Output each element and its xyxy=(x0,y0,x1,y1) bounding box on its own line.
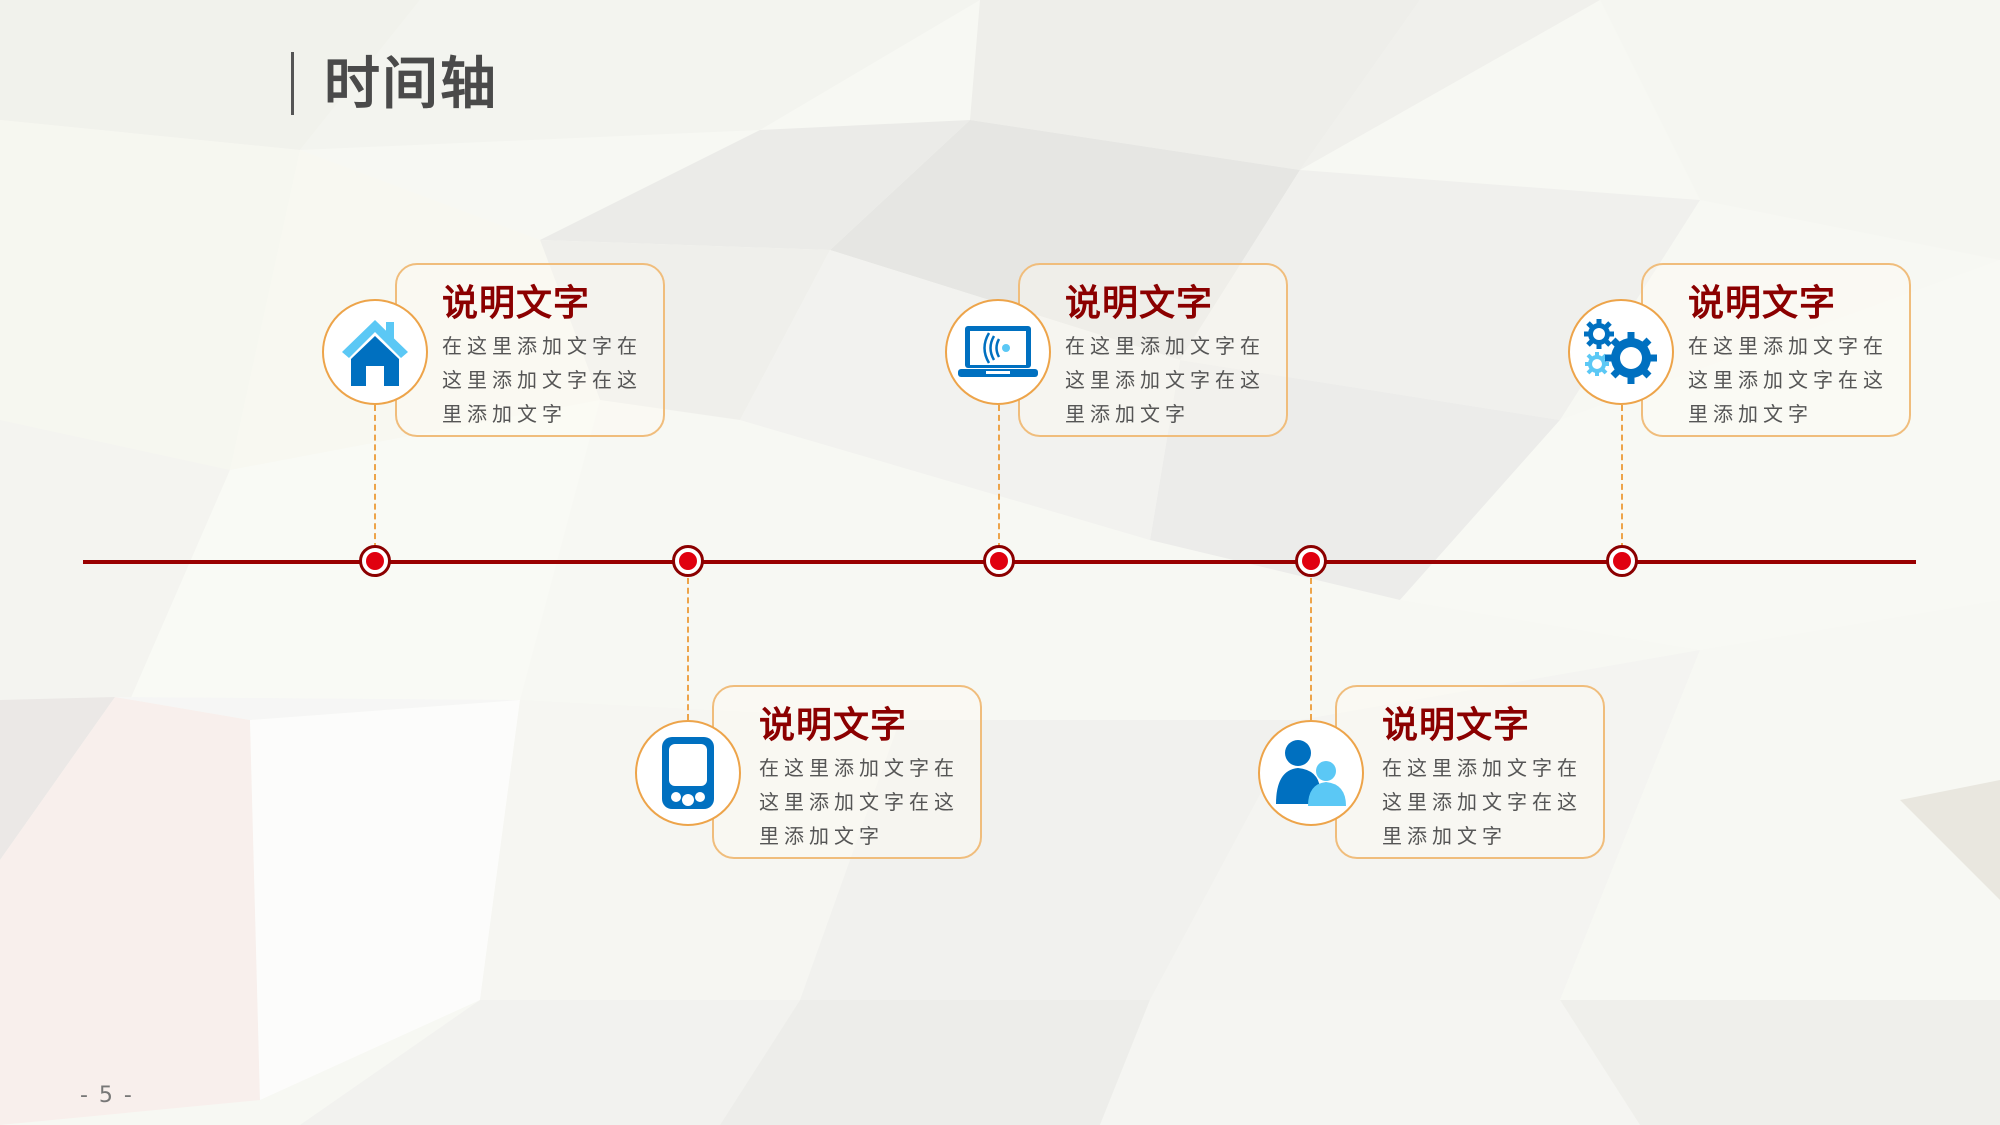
connector-3 xyxy=(998,405,1000,549)
gears-icon xyxy=(1584,319,1657,384)
milestone-heading: 说明文字 xyxy=(1065,283,1214,324)
milestone-card-2: 说明文字 在这里添加文字在这里添加文字在这里添加文字 xyxy=(712,685,982,859)
page-title: 时间轴 xyxy=(324,52,498,117)
timeline-dot-3[interactable] xyxy=(983,545,1015,577)
milestone-card-5: 说明文字 在这里添加文字在这里添加文字在这里添加文字 xyxy=(1641,263,1911,437)
users-icon xyxy=(1276,740,1346,806)
timeline-dot-4[interactable] xyxy=(1295,545,1327,577)
milestone-card-4: 说明文字 在这里添加文字在这里添加文字在这里添加文字 xyxy=(1335,685,1605,859)
milestone-card-1: 说明文字 在这里添加文字在这里添加文字在这里添加文字 xyxy=(395,263,665,437)
icon-circle-3 xyxy=(945,299,1051,405)
milestone-body: 在这里添加文字在这里添加文字在这里添加文字 xyxy=(1688,334,1888,426)
page-number: - 5 - xyxy=(80,1083,134,1108)
icon-circle-5 xyxy=(1568,299,1674,405)
icon-circle-4 xyxy=(1258,720,1364,826)
milestone-card-3: 说明文字 在这里添加文字在这里添加文字在这里添加文字 xyxy=(1018,263,1288,437)
milestone-body: 在这里添加文字在这里添加文字在这里添加文字 xyxy=(1382,756,1582,848)
connector-4 xyxy=(1310,578,1312,720)
timeline-dot-1[interactable] xyxy=(359,545,391,577)
tablet-icon xyxy=(662,737,714,809)
icon-circle-1 xyxy=(322,299,428,405)
milestone-heading: 说明文字 xyxy=(442,283,591,324)
milestone-heading: 说明文字 xyxy=(1382,705,1531,746)
milestone-heading: 说明文字 xyxy=(759,705,908,746)
milestone-body: 在这里添加文字在这里添加文字在这里添加文字 xyxy=(759,756,959,848)
timeline-dot-2[interactable] xyxy=(672,545,704,577)
timeline-dot-5[interactable] xyxy=(1606,545,1638,577)
title-accent-bar xyxy=(291,52,294,115)
milestone-body: 在这里添加文字在这里添加文字在这里添加文字 xyxy=(442,334,642,426)
milestone-body: 在这里添加文字在这里添加文字在这里添加文字 xyxy=(1065,334,1265,426)
milestone-heading: 说明文字 xyxy=(1688,283,1837,324)
laptop-wifi-icon xyxy=(958,326,1038,377)
icon-circle-2 xyxy=(635,720,741,826)
connector-2 xyxy=(687,578,689,720)
house-icon xyxy=(342,320,408,386)
connector-5 xyxy=(1621,405,1623,549)
connector-1 xyxy=(374,405,376,549)
